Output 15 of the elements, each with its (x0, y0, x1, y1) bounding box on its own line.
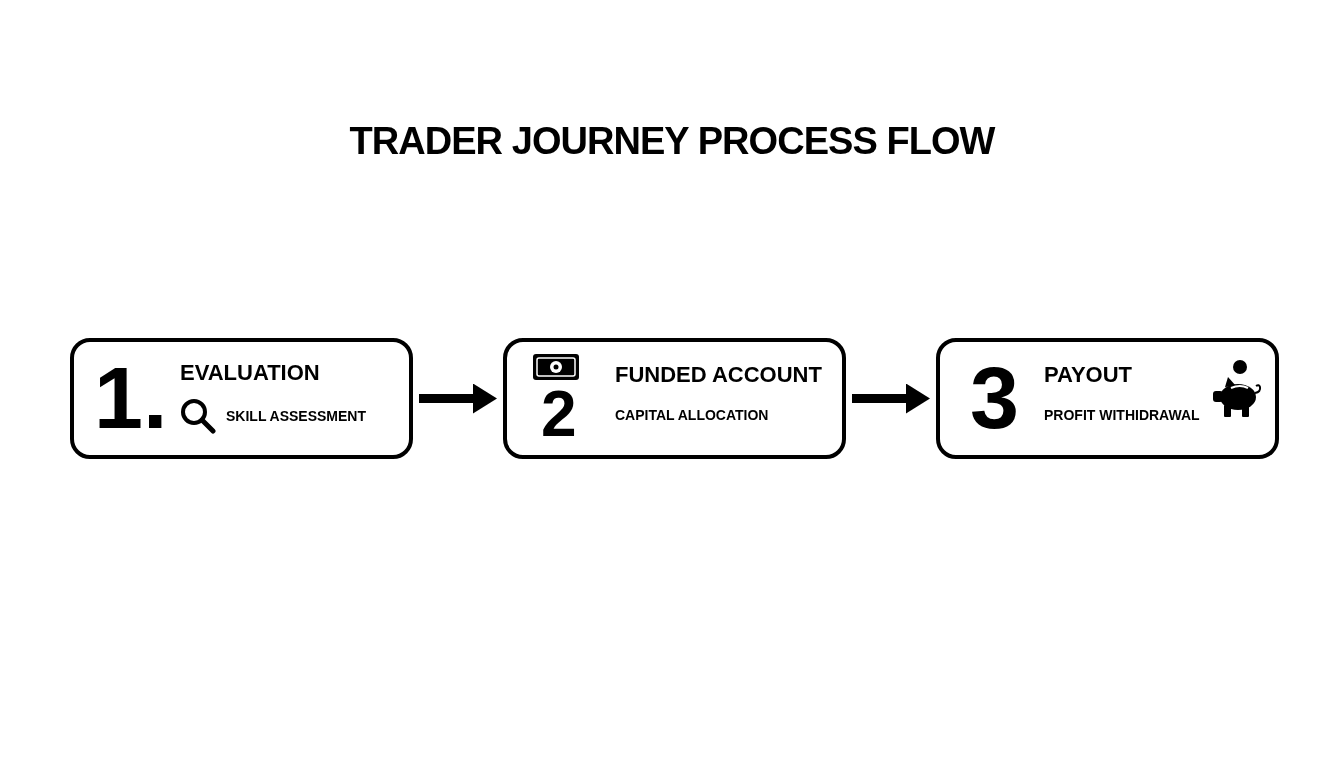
arrow (419, 383, 497, 414)
process-box (503, 338, 846, 459)
step-number: 3 (970, 354, 1019, 442)
step-number: 1. (94, 354, 168, 442)
arrow (852, 383, 930, 414)
step-title: FUNDED ACCOUNT (615, 364, 822, 386)
process-box (936, 338, 1279, 459)
step-title: PAYOUT (1044, 364, 1133, 386)
step-description: SKILL ASSESSMENT (226, 409, 367, 423)
step-description: CAPITAL ALLOCATION (615, 408, 769, 422)
process-box (70, 338, 413, 459)
step-number: 2 (541, 382, 577, 446)
step-title: EVALUATION (180, 362, 320, 384)
step-description: PROFIT WITHIDRAWAL (1044, 408, 1200, 422)
diagram-title: TRADER JOURNEY PROCESS FLOW (349, 122, 995, 160)
